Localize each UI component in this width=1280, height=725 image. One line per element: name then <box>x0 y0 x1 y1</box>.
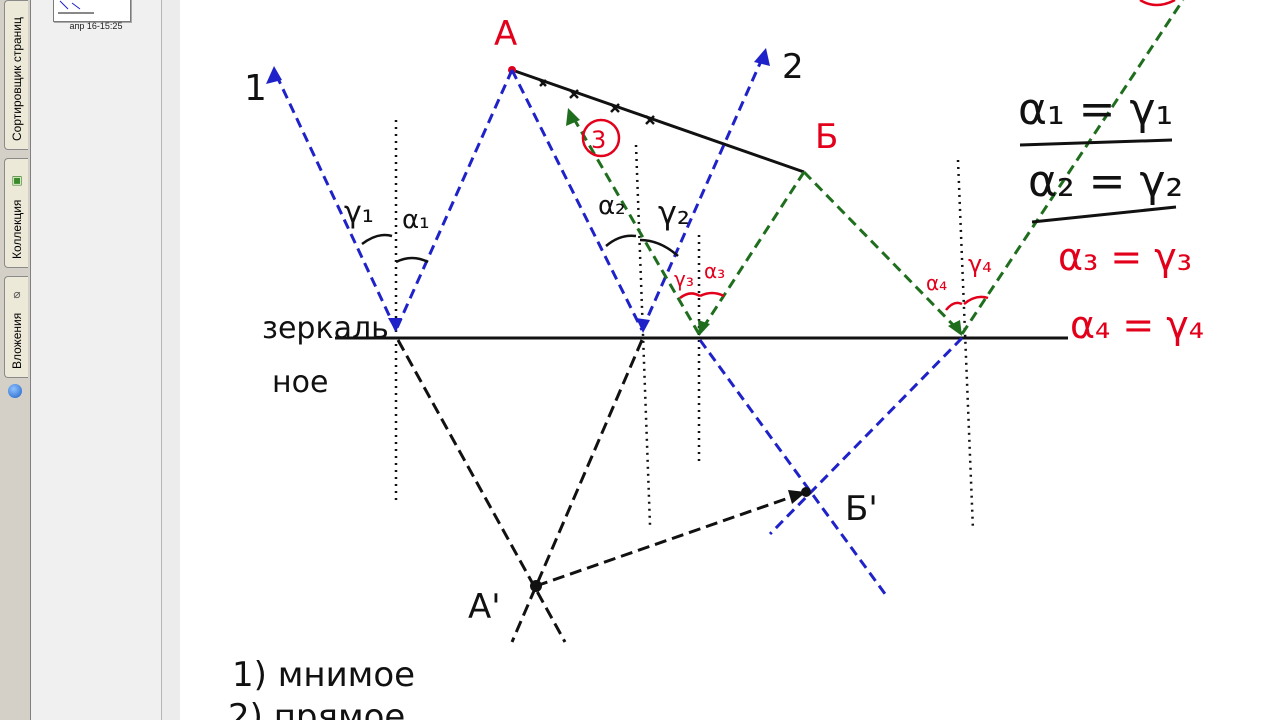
angle-label-gamma3: γ₃ <box>674 267 694 291</box>
equation-4: α₄ = γ₄ <box>1070 303 1204 347</box>
equation-separator-1 <box>1019 138 1173 147</box>
red-mark-top-right <box>1139 0 1176 7</box>
tab-collection[interactable]: ▣ Коллекция <box>4 158 28 268</box>
angle-label-alpha3: α₃ <box>704 259 725 283</box>
equation-2: α₂ = γ₂ <box>1028 156 1183 207</box>
object-segment-ab <box>511 68 805 174</box>
globe-icon[interactable] <box>8 384 22 398</box>
page-thumbnail[interactable] <box>53 0 131 22</box>
arrowhead-ray-1 <box>266 66 282 84</box>
drawing-surface: A Б A' Б' 1 2 3 зеркаль ное γ₁ α₁ α₂ γ₂ … <box>228 0 1204 725</box>
whiteboard-canvas[interactable]: A Б A' Б' 1 2 3 зеркаль ное γ₁ α₁ α₂ γ₂ … <box>180 0 1280 725</box>
angle-arc-gamma3 <box>679 292 701 300</box>
arrowhead-mirror-1 <box>388 318 402 332</box>
ray-b-to-mirror-4 <box>802 170 964 336</box>
tab-page-sorter-label: Сортировщик страниц <box>9 17 24 141</box>
segment-tick <box>610 103 620 113</box>
arrowhead-mirror-4 <box>948 320 962 336</box>
segment-tick <box>539 79 547 87</box>
arrowhead-ray-3 <box>566 108 580 126</box>
page-sorter-panel: апр 16-15:25 ‹ <box>31 0 182 720</box>
label-ray-2: 2 <box>782 47 804 87</box>
label-point-b: Б <box>815 117 838 157</box>
label-ray-3: 3 <box>591 126 606 154</box>
ray-b-to-mirror-3 <box>697 171 806 335</box>
angle-label-gamma4: γ₄ <box>968 250 992 278</box>
segment-tick <box>645 115 655 125</box>
normal-line-4 <box>956 159 975 531</box>
thumbnail-label: апр 16-15:25 <box>69 21 123 31</box>
normal-line-2 <box>634 144 652 526</box>
ray-a-to-mirror-2 <box>510 69 644 331</box>
point-b-image-dot <box>801 487 811 497</box>
ray-1-reflected <box>272 69 398 331</box>
angle-label-alpha1: α₁ <box>402 205 430 235</box>
ray-3-reflected <box>568 111 701 335</box>
tab-page-sorter[interactable]: Сортировщик страниц <box>4 0 28 150</box>
note-line-2: 2) прямое <box>228 697 405 720</box>
ray-4-reflected <box>960 0 1185 335</box>
equation-1: α₁ = γ₁ <box>1018 84 1173 135</box>
angle-label-alpha2: α₂ <box>598 191 626 221</box>
equation-3: α₃ = γ₃ <box>1058 235 1192 279</box>
panel-divider[interactable] <box>161 0 181 720</box>
thumbnail-preview <box>58 0 94 14</box>
ray-a-to-mirror-1 <box>394 69 514 331</box>
ray-3-marker-circle <box>581 118 621 158</box>
angle-label-alpha4: α₄ <box>926 271 947 295</box>
angle-arc-alpha3 <box>699 291 725 298</box>
arrowhead-mirror-3 <box>698 320 710 336</box>
note-line-1: 1) мнимое <box>232 655 415 695</box>
tab-attachments-label: Вложения <box>9 312 24 369</box>
angle-arc-alpha1 <box>395 256 429 264</box>
label-point-a-image: A' <box>468 587 501 627</box>
mirror-label-line2: ное <box>272 365 328 400</box>
angle-arc-alpha4 <box>945 301 963 311</box>
angle-arc-gamma2 <box>639 238 679 257</box>
ray-2-reflected <box>640 51 767 331</box>
paperclip-icon: ⌀ <box>13 287 21 301</box>
construction-line-2 <box>510 339 644 643</box>
arrowhead-mirror-2 <box>636 318 650 333</box>
gallery-icon: ▣ <box>11 173 23 187</box>
image-segment-ab <box>535 492 801 588</box>
label-ray-1: 1 <box>244 68 267 109</box>
construction-line-1 <box>396 339 567 643</box>
point-a-image-dot <box>530 580 542 592</box>
equation-separator-2 <box>1031 205 1177 224</box>
label-point-a: A <box>494 14 517 54</box>
ray-4-extension <box>768 336 964 536</box>
angle-arc-gamma1 <box>361 233 393 246</box>
tab-attachments[interactable]: ⌀ Вложения <box>4 276 28 378</box>
ray-b-image-extension <box>698 339 890 599</box>
label-point-b-image: Б' <box>845 489 878 529</box>
tab-collection-label: Коллекция <box>9 199 24 259</box>
angle-arc-gamma4 <box>963 295 989 305</box>
angle-label-gamma1: γ₁ <box>344 195 374 230</box>
angle-arc-alpha2 <box>605 234 637 247</box>
side-tab-strip: Сортировщик страниц ▣ Коллекция ⌀ Вложен… <box>0 0 31 720</box>
arrowhead-ray-2 <box>754 48 770 66</box>
angle-label-gamma2: γ₂ <box>658 194 690 232</box>
segment-tick <box>569 89 579 99</box>
mirror-label-line1: зеркаль <box>262 311 389 346</box>
